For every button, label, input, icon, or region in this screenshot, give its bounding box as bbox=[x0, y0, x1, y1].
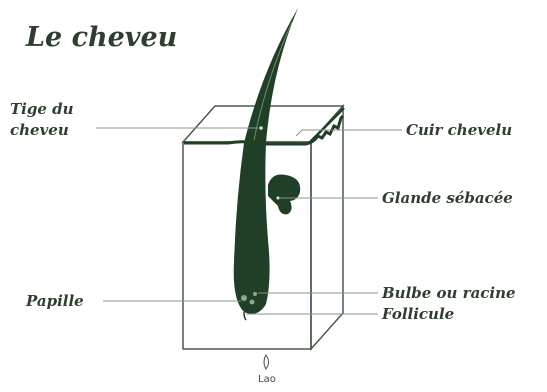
label-tige-line2: cheveu bbox=[10, 120, 74, 141]
sebaceous-gland bbox=[268, 174, 300, 214]
bulb-dot bbox=[253, 292, 257, 296]
follicle-shape bbox=[234, 143, 270, 314]
papilla-dot bbox=[241, 295, 247, 301]
logo-text: Lao bbox=[258, 374, 276, 385]
leader-cuir-a bbox=[296, 130, 302, 136]
label-tige-line1: Tige du bbox=[10, 99, 74, 120]
bulb-dot-2 bbox=[250, 300, 255, 305]
label-bulbe-ou-racine: Bulbe ou racine bbox=[382, 283, 516, 303]
label-tige-du-cheveu: Tige du cheveu bbox=[10, 99, 74, 141]
label-follicule: Follicule bbox=[382, 304, 454, 324]
label-cuir-chevelu: Cuir chevelu bbox=[406, 120, 512, 140]
label-papille: Papille bbox=[26, 291, 84, 311]
skin-block-side bbox=[311, 106, 343, 349]
gland-dot bbox=[276, 196, 279, 199]
label-glande-sebacee: Glande sébacée bbox=[382, 188, 513, 208]
follicle-tail bbox=[244, 312, 246, 320]
shaft-dot bbox=[259, 126, 263, 130]
leaf-icon bbox=[264, 355, 269, 369]
